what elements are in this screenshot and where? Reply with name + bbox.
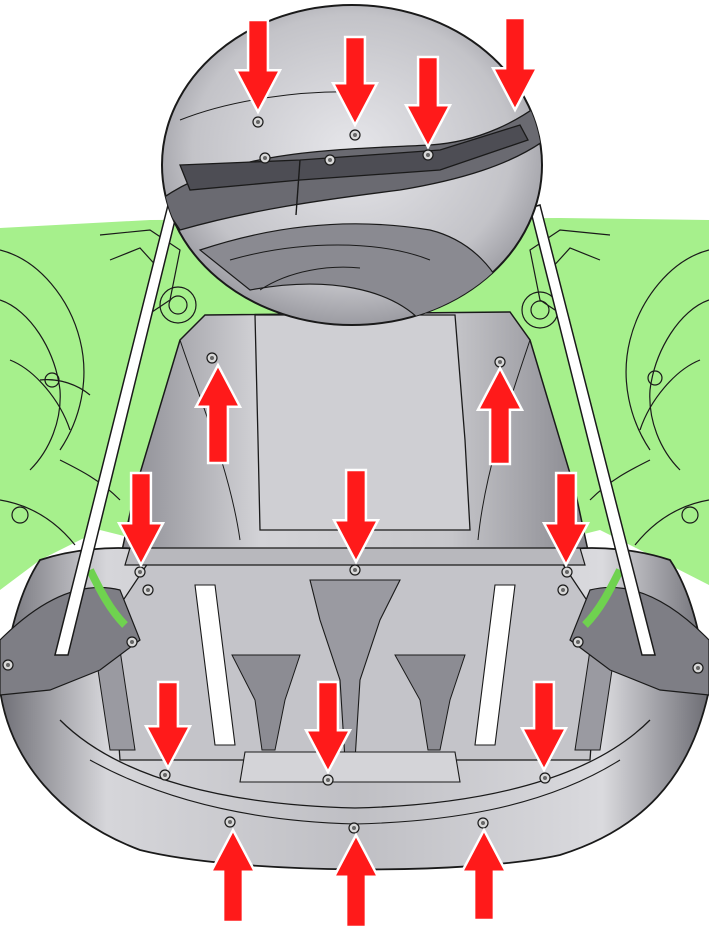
bolt-center xyxy=(481,821,485,825)
bolt-center xyxy=(146,588,150,592)
arrow-up-icon xyxy=(331,832,381,929)
bolt-center xyxy=(561,588,565,592)
bolt-center xyxy=(353,568,357,572)
bolt-center xyxy=(326,778,330,782)
arrow-down-icon xyxy=(331,468,381,565)
arrow-down-icon xyxy=(519,680,569,773)
bolt-center xyxy=(696,666,700,670)
bolt-center xyxy=(543,776,547,780)
arrow-up-icon xyxy=(208,827,258,924)
bolt-center xyxy=(328,158,332,162)
arrow-up-icon xyxy=(475,365,525,466)
bolt-center xyxy=(353,133,357,137)
arrow-down-icon xyxy=(330,35,380,128)
arrow-down-icon xyxy=(116,471,166,568)
bolt-center xyxy=(352,826,356,830)
main-undershield xyxy=(0,547,709,871)
upper-shield xyxy=(119,311,591,561)
bolt-center xyxy=(565,570,569,574)
bolt-center xyxy=(498,360,502,364)
arrow-up-icon xyxy=(459,827,509,922)
bolt-center xyxy=(263,156,267,160)
bolt-center xyxy=(426,153,430,157)
arrows-layer xyxy=(116,16,591,929)
bolts-layer xyxy=(2,116,704,834)
bolt-center xyxy=(130,640,134,644)
arrow-down-icon xyxy=(490,16,540,113)
upper-shield-center-panel xyxy=(254,314,471,531)
bolt-center xyxy=(163,773,167,777)
arrow-down-icon xyxy=(143,680,193,771)
undershield-inner-lip xyxy=(59,719,651,809)
bolt-center xyxy=(576,640,580,644)
arrow-down-icon xyxy=(303,680,353,775)
bolt-center xyxy=(228,820,232,824)
arrow-down-icon xyxy=(541,471,591,568)
bolt-center xyxy=(210,356,214,360)
bolt-center xyxy=(256,120,260,124)
bolt-center xyxy=(138,570,142,574)
arrow-up-icon xyxy=(193,362,243,465)
bolt-center xyxy=(6,663,10,667)
arrow-down-icon xyxy=(403,55,453,150)
arrow-down-icon xyxy=(233,18,283,115)
